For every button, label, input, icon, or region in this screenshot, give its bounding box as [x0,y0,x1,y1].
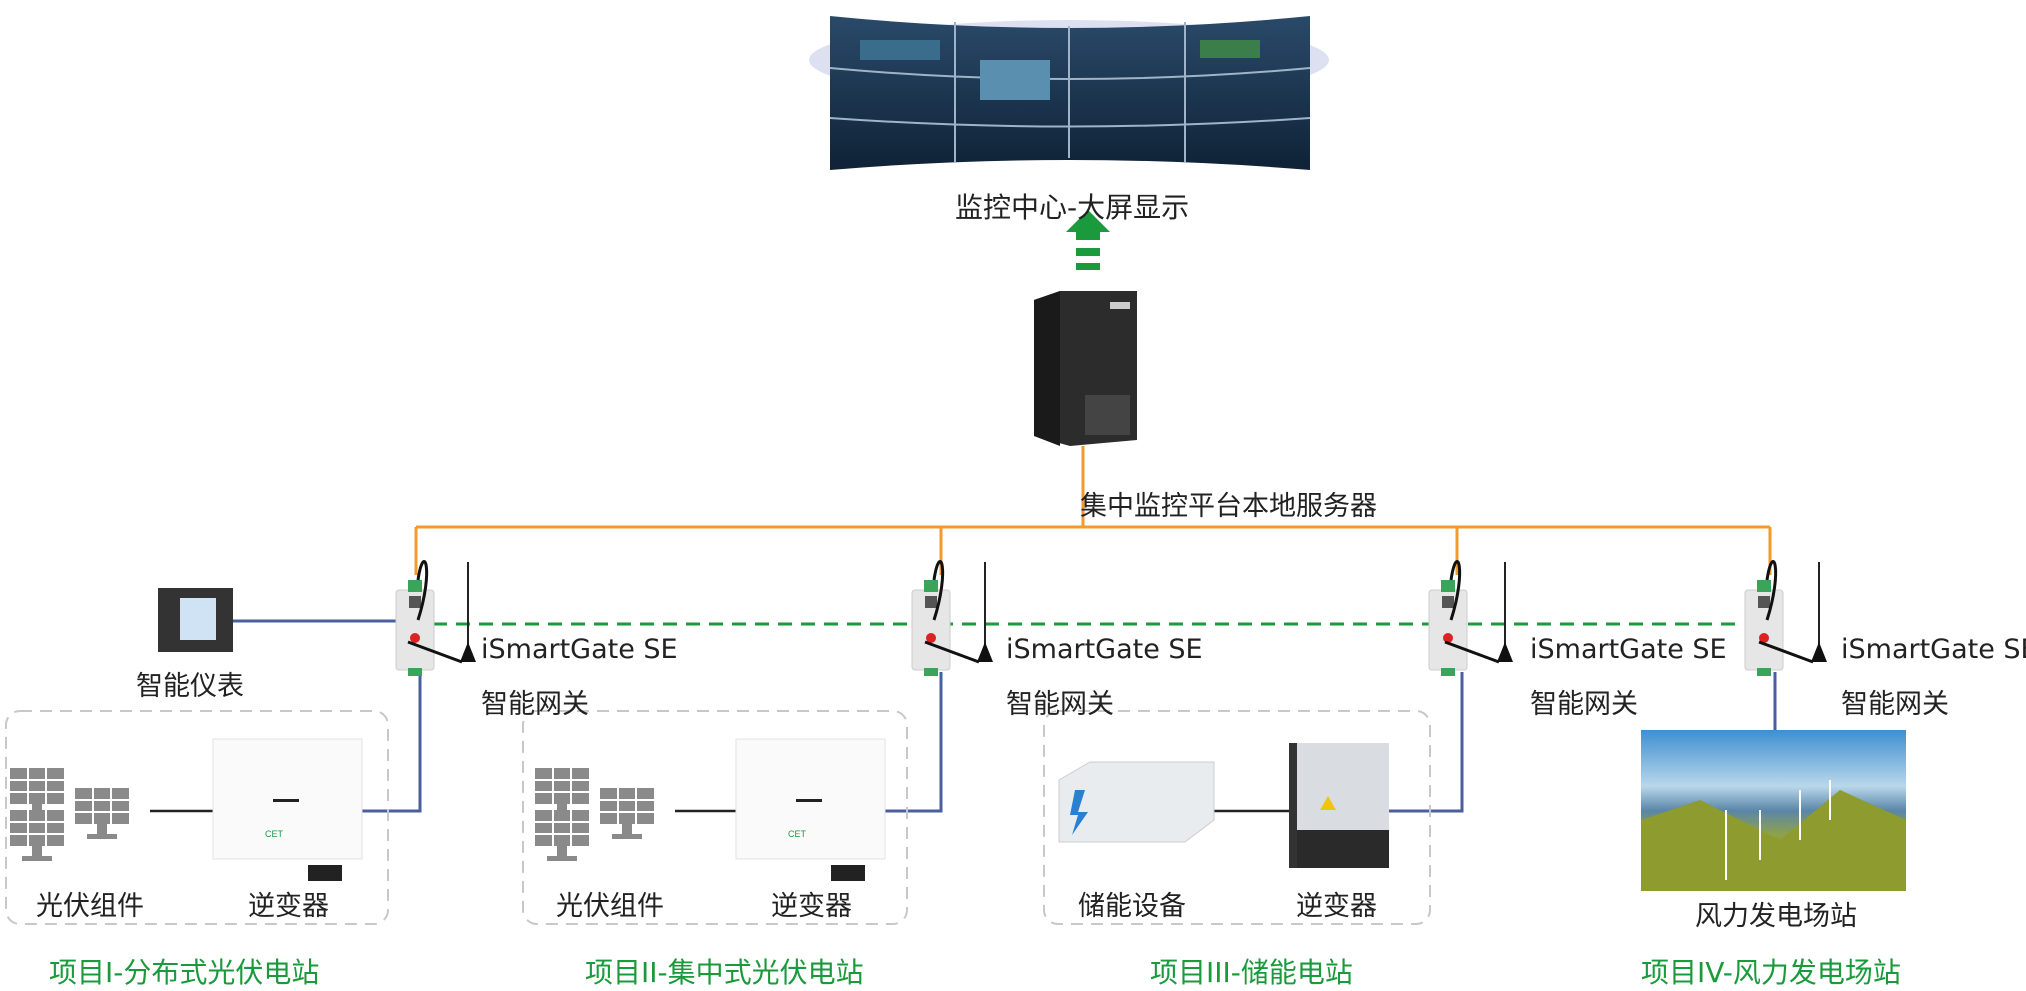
gateway-device [394,559,478,678]
device-label: 逆变器 [771,891,852,922]
inverter [735,738,886,882]
uplink-lines [414,446,1772,575]
local-server [1034,291,1137,446]
field-lines [233,619,1777,813]
project-title: 项目III-储能电站 [1150,956,1353,989]
energy-storage-device [1058,761,1215,843]
project-title: 项目I-分布式光伏电站 [49,956,320,989]
smart-meter [158,588,233,652]
gateway-model: iSmartGate SE [481,634,678,665]
device-label: 光伏组件 [36,891,144,922]
gateway-label: 智能网关 [1530,689,1638,720]
gateway-model: iSmartGate SE [1006,634,1203,665]
gateway-label: 智能网关 [1006,689,1114,720]
project-title: 项目II-集中式光伏电站 [585,956,864,989]
inverter [212,738,363,882]
device-label: 逆变器 [1296,891,1377,922]
device-label: 风力发电场站 [1695,901,1857,932]
pv-modules [9,767,130,862]
gateway-label: 智能网关 [481,689,589,720]
monitoring-video-wall [809,16,1329,170]
pv-modules [534,767,655,862]
wind-farm-photo [1641,730,1906,891]
server-label: 集中监控平台本地服务器 [1080,491,1377,522]
gateway-label: 智能网关 [1841,689,1949,720]
project-boxes [5,710,1431,925]
gateway-device [1427,559,1515,678]
gateway-model: iSmartGate SE [1530,634,1727,665]
meter-label: 智能仪表 [136,671,244,702]
device-label: 储能设备 [1078,891,1186,922]
storage-inverter [1289,743,1389,868]
gateway-device [1743,559,1829,678]
screen-label: 监控中心-大屏显示 [955,191,1190,224]
project-title: 项目IV-风力发电场站 [1641,956,1901,989]
gateway-model: iSmartGate SE [1841,634,2026,665]
gateway-device [910,559,995,678]
device-label: 逆变器 [248,891,329,922]
device-label: 光伏组件 [556,891,664,922]
upload-arrow-icon [1066,210,1110,270]
